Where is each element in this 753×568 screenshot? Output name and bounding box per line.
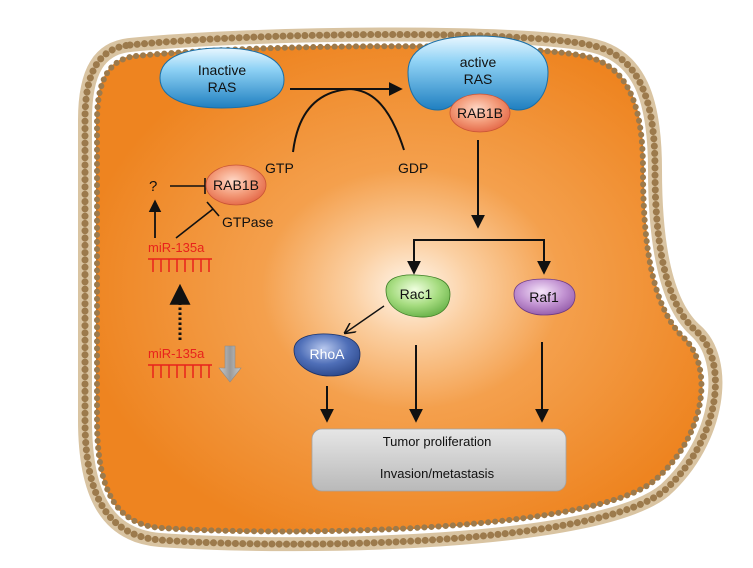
outcome-line-2: Invasion/metastasis	[380, 466, 495, 481]
outcome-box: Tumor proliferation Invasion/metastasis	[311, 428, 567, 492]
mirna-upper-label: miR-135a	[148, 240, 205, 255]
mirna-lower-label: miR-135a	[148, 346, 205, 361]
rac1-to-rhoa-arrow	[345, 305, 385, 333]
raf1-label: Raf1	[529, 289, 559, 305]
rab1b-left-label: RAB1B	[213, 177, 259, 193]
active-ras-label-2: RAS	[464, 71, 493, 87]
mirna-inhibition-bar	[206, 201, 220, 217]
rhoa-label: RhoA	[309, 346, 345, 362]
gdp-label: GDP	[398, 160, 428, 176]
rab1b-active-node: RAB1B	[449, 93, 511, 133]
rab1b-left-node: RAB1B	[205, 164, 267, 206]
inactive-ras-node: Inactive RAS	[159, 47, 285, 109]
rac1-node: Rac1	[385, 274, 451, 318]
downregulation-arrow	[218, 345, 242, 383]
mirna-inhibition-line	[175, 208, 214, 239]
active-ras-node: active RAS	[407, 35, 549, 111]
active-ras-label-1: active	[460, 54, 497, 70]
outcome-line-1: Tumor proliferation	[383, 434, 492, 449]
cell-membrane-beads-outer	[81, 31, 719, 548]
inactive-ras-label-2: RAS	[208, 79, 237, 95]
raf1-node: Raf1	[513, 278, 576, 316]
mirna-upper: miR-135a	[148, 240, 212, 272]
mirna-lower: miR-135a	[148, 346, 212, 378]
gtp-gdp-arc	[292, 87, 405, 153]
rhoa-node: RhoA	[293, 333, 361, 377]
rac1-label: Rac1	[400, 286, 433, 302]
rab1b-active-label: RAB1B	[457, 105, 503, 121]
gtpase-label: GTPase	[222, 214, 274, 230]
question-label: ?	[149, 178, 157, 195]
cell-membrane-beads-inner	[94, 43, 705, 535]
gtp-label: GTP	[265, 160, 294, 176]
inactive-ras-label-1: Inactive	[198, 62, 246, 78]
